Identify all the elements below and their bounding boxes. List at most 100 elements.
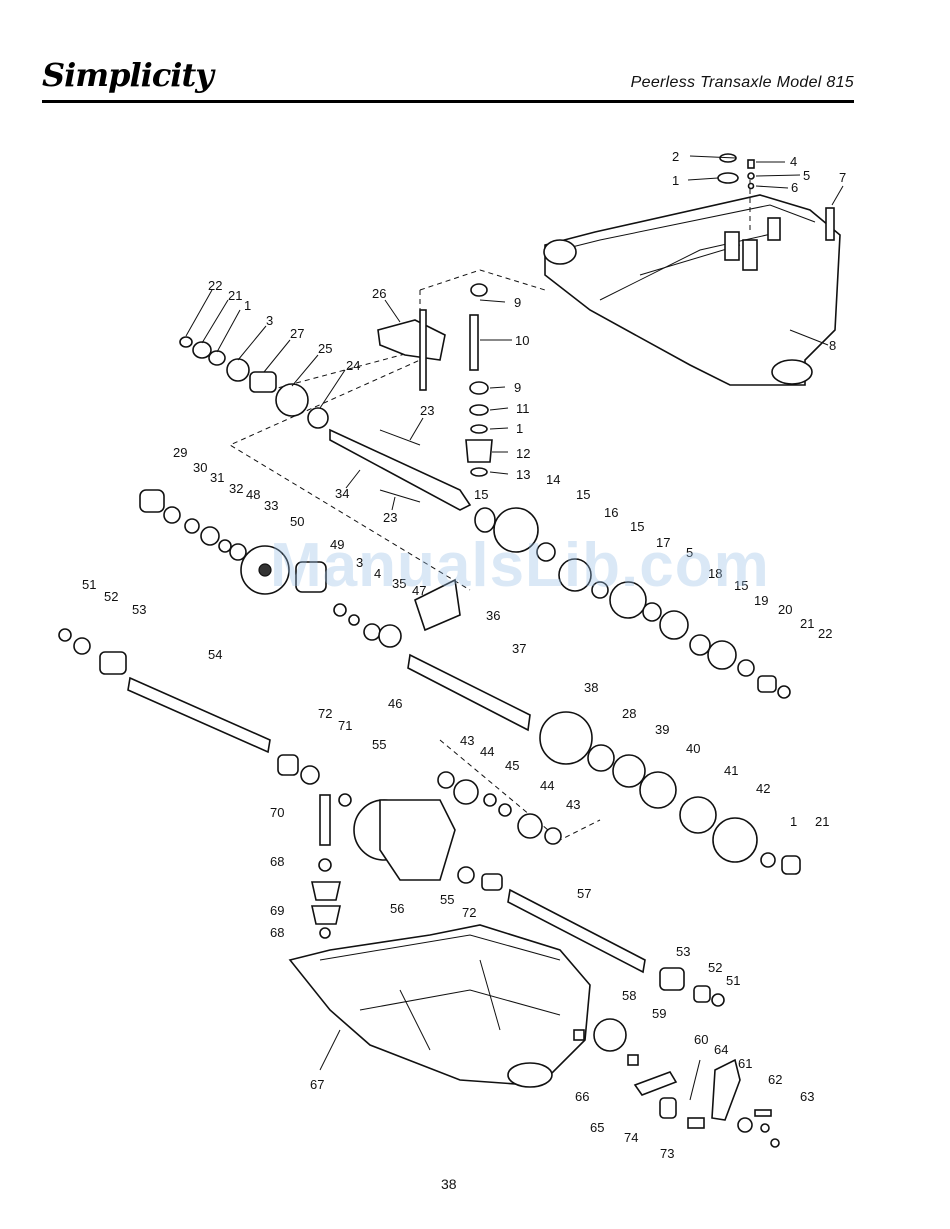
part-callout-5: 5 xyxy=(686,545,693,560)
part-callout-15: 15 xyxy=(734,578,748,593)
part-callout-24: 24 xyxy=(346,358,360,373)
part-callout-1: 1 xyxy=(790,814,797,829)
part-callout-28: 28 xyxy=(622,706,636,721)
part-callout-1: 1 xyxy=(244,298,251,313)
part-callout-48: 48 xyxy=(246,487,260,502)
part-callout-29: 29 xyxy=(173,445,187,460)
part-callout-14: 14 xyxy=(546,472,560,487)
part-callout-22: 22 xyxy=(818,626,832,641)
part-callout-4: 4 xyxy=(374,566,381,581)
part-callout-9: 9 xyxy=(514,295,521,310)
part-callout-53: 53 xyxy=(132,602,146,617)
part-callout-5: 5 xyxy=(803,168,810,183)
part-callout-61: 61 xyxy=(738,1056,752,1071)
header-rule xyxy=(42,100,854,103)
part-callout-68: 68 xyxy=(270,854,284,869)
part-callout-1: 1 xyxy=(672,173,679,188)
part-callout-72: 72 xyxy=(462,905,476,920)
part-callout-72: 72 xyxy=(318,706,332,721)
shift-fork-assembly xyxy=(377,283,512,477)
part-callout-3: 3 xyxy=(356,555,363,570)
part-callout-41: 41 xyxy=(724,763,738,778)
part-callout-6: 6 xyxy=(791,180,798,195)
part-callout-4: 4 xyxy=(790,154,797,169)
part-callout-66: 66 xyxy=(575,1089,589,1104)
countershaft-gear-row xyxy=(139,489,461,648)
part-callout-36: 36 xyxy=(486,608,500,623)
part-callout-37: 37 xyxy=(512,641,526,656)
lower-housing xyxy=(288,924,591,1088)
part-callout-63: 63 xyxy=(800,1089,814,1104)
part-callout-74: 74 xyxy=(624,1130,638,1145)
brand-logo: Simplicity xyxy=(42,56,214,94)
part-callout-58: 58 xyxy=(622,988,636,1003)
part-callout-71: 71 xyxy=(338,718,352,733)
part-callout-51: 51 xyxy=(726,973,740,988)
axle-shaft-54 xyxy=(58,628,320,785)
mainshaft-gear-row xyxy=(474,507,791,699)
part-callout-65: 65 xyxy=(590,1120,604,1135)
part-callout-19: 19 xyxy=(754,593,768,608)
axle-shaft-57 xyxy=(507,888,725,1007)
part-callout-27: 27 xyxy=(290,326,304,341)
part-callout-1: 1 xyxy=(516,421,523,436)
top-washers xyxy=(687,153,844,346)
part-callout-68: 68 xyxy=(270,925,284,940)
shaft-37 xyxy=(407,653,801,875)
part-callout-21: 21 xyxy=(228,288,242,303)
part-callout-34: 34 xyxy=(335,486,349,501)
part-callout-44: 44 xyxy=(540,778,554,793)
part-callout-13: 13 xyxy=(516,467,530,482)
part-callout-30: 30 xyxy=(193,460,207,475)
part-callout-55: 55 xyxy=(440,892,454,907)
page-title: Peerless Transaxle Model 815 xyxy=(630,74,854,91)
part-callout-62: 62 xyxy=(768,1072,782,1087)
part-callout-45: 45 xyxy=(505,758,519,773)
part-callout-17: 17 xyxy=(656,535,670,550)
part-callout-49: 49 xyxy=(330,537,344,552)
part-callout-11: 11 xyxy=(516,401,530,416)
part-callout-7: 7 xyxy=(839,170,846,185)
part-callout-52: 52 xyxy=(708,960,722,975)
part-callout-15: 15 xyxy=(474,487,488,502)
part-callout-43: 43 xyxy=(566,797,580,812)
part-callout-53: 53 xyxy=(676,944,690,959)
part-callout-23: 23 xyxy=(420,403,434,418)
part-callout-38: 38 xyxy=(584,680,598,695)
part-callout-3: 3 xyxy=(266,313,273,328)
part-callout-10: 10 xyxy=(515,333,529,348)
part-callout-26: 26 xyxy=(372,286,386,301)
part-callout-39: 39 xyxy=(655,722,669,737)
part-callout-18: 18 xyxy=(708,566,722,581)
watermark: ManualsLib.com xyxy=(270,531,770,600)
part-callout-35: 35 xyxy=(392,576,406,591)
part-callout-21: 21 xyxy=(815,814,829,829)
part-callout-54: 54 xyxy=(208,647,222,662)
part-callout-32: 32 xyxy=(229,481,243,496)
part-callout-15: 15 xyxy=(630,519,644,534)
differential-carrier xyxy=(311,771,562,939)
part-callout-51: 51 xyxy=(82,577,96,592)
part-callout-33: 33 xyxy=(264,498,278,513)
part-callout-2: 2 xyxy=(672,149,679,164)
part-callout-57: 57 xyxy=(577,886,591,901)
part-callout-9: 9 xyxy=(514,380,521,395)
part-callout-8: 8 xyxy=(829,338,836,353)
part-callout-12: 12 xyxy=(516,446,530,461)
part-callout-69: 69 xyxy=(270,903,284,918)
part-callout-25: 25 xyxy=(318,341,332,356)
part-callout-73: 73 xyxy=(660,1146,674,1161)
upper-housing xyxy=(543,180,841,386)
part-callout-20: 20 xyxy=(778,602,792,617)
part-callout-40: 40 xyxy=(686,741,700,756)
callout-layer: 2145678910911112132622211327252423342329… xyxy=(82,149,846,1161)
part-callout-60: 60 xyxy=(694,1032,708,1047)
part-callout-42: 42 xyxy=(756,781,770,796)
part-callout-59: 59 xyxy=(652,1006,666,1021)
part-callout-55: 55 xyxy=(372,737,386,752)
part-callout-21: 21 xyxy=(800,616,814,631)
part-callout-52: 52 xyxy=(104,589,118,604)
part-callout-70: 70 xyxy=(270,805,284,820)
